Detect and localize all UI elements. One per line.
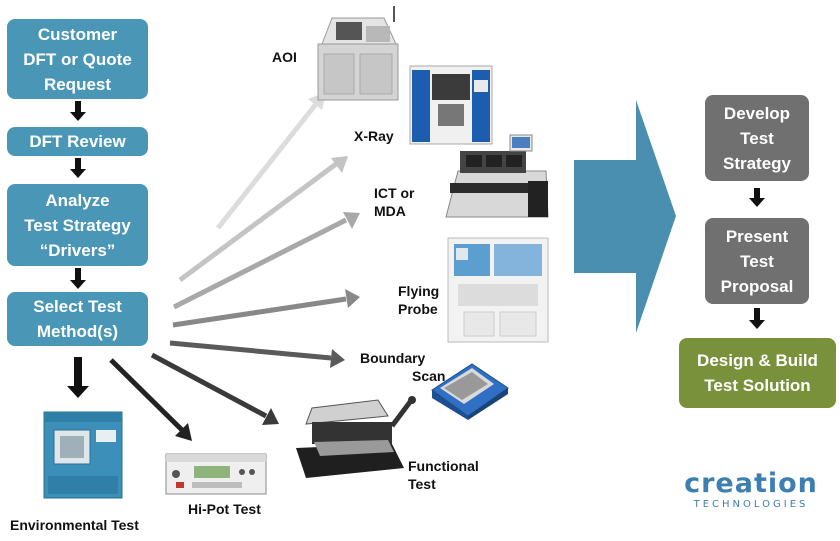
flow-arrow-1 [70,101,86,121]
arrow-to-ict [172,212,360,310]
box-line: Request [43,74,112,94]
box-line: Customer [37,24,118,44]
flow-arrow-3 [70,268,86,289]
box-line: Strategy [722,153,792,173]
xray-machine-icon [409,65,493,145]
box-line: Develop [723,103,791,123]
arrow-to-hipot [109,358,192,441]
box-line: DFT or Quote [23,49,132,69]
flow-arrow-r1 [749,188,765,207]
box-line: Analyze [45,190,110,210]
arrow-to-boundary [169,340,345,368]
arrow-to-functional [150,352,279,425]
arrow-to-xray [178,156,348,283]
functional-fixture-icon [296,396,416,478]
box-line: Select Test [33,297,122,316]
label-environmental-test: Environmental Test [10,517,139,533]
box-line: DFT Review [29,132,126,151]
flow-arrow-2 [70,158,86,178]
arrow-to-aoi [216,92,326,230]
box-line: Present [725,226,789,246]
aoi-machine-icon [317,6,399,101]
logo-line-1: creation [684,468,818,499]
box-line: Test [740,251,774,271]
box-line: Method(s) [36,322,119,341]
label-aoi: AOI [272,49,297,65]
company-logo: creation TECHNOLOGIES [676,470,826,512]
big-right-arrow [574,100,676,333]
arrow-to-flying [172,289,360,328]
label-hipot-test: Hi-Pot Test [188,501,261,517]
logo-line-2: TECHNOLOGIES [693,499,809,510]
flow-arrow-env [67,357,89,398]
box-line: Test Solution [704,376,811,395]
box-line: Test [740,128,774,148]
hipot-tester-icon [165,453,267,495]
environmental-chamber-icon [43,411,123,499]
box-line: Test Strategy [24,215,131,235]
box-line: Proposal [720,276,794,296]
flying-probe-machine-icon [447,237,549,343]
box-dft-review: DFT Review [7,127,148,156]
box-line: Design & Build [697,351,818,370]
flow-arrow-r2 [749,308,765,329]
box-line: “Drivers” [39,240,116,260]
boundary-scan-box-icon [431,363,509,420]
ict-tester-icon [445,134,549,218]
label-xray: X-Ray [354,128,394,144]
